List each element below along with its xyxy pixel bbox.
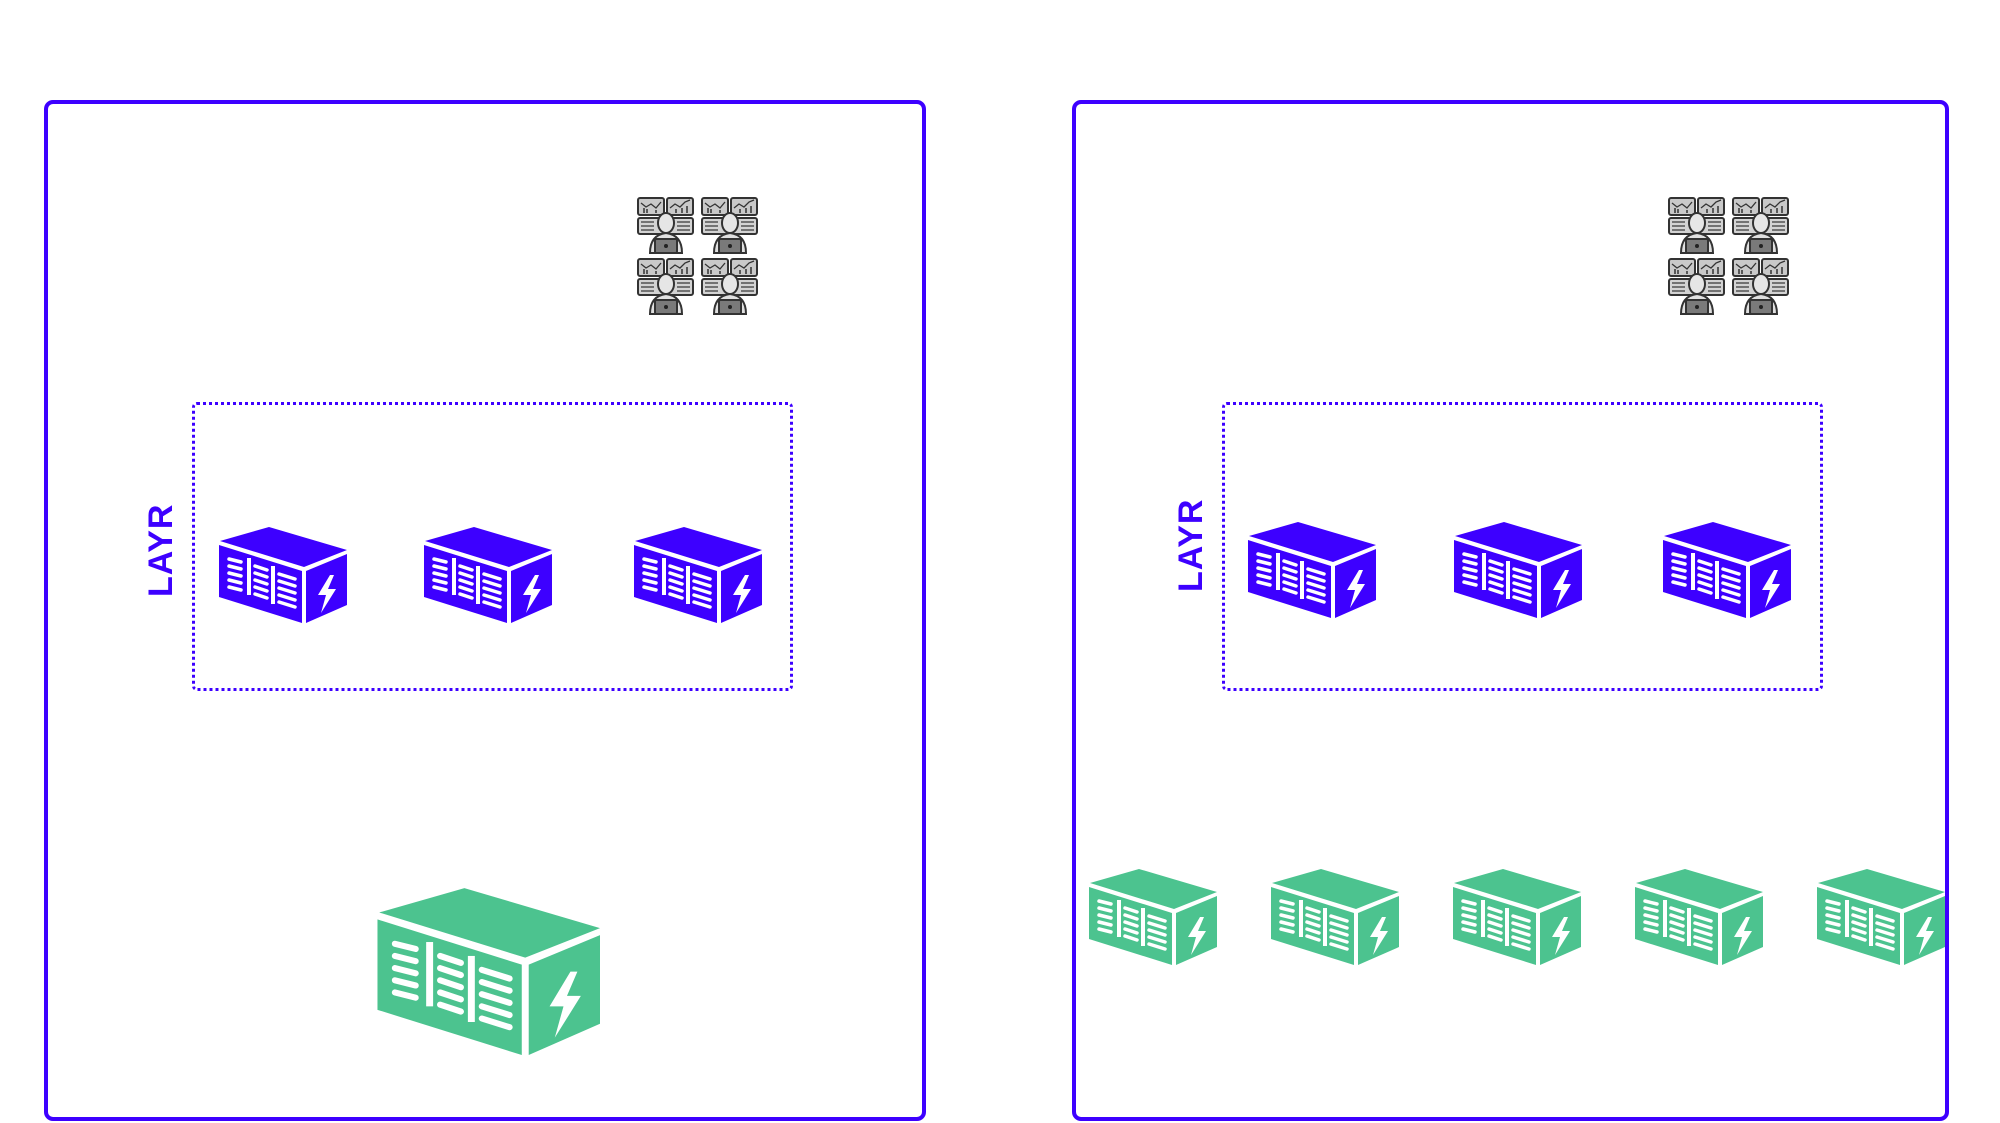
- power-container-icon: [1087, 861, 1217, 966]
- left-layer-label: LAYR: [142, 503, 180, 597]
- power-container-icon: [374, 874, 600, 1057]
- team-analysts-icon: [1666, 195, 1793, 317]
- power-container-icon: [422, 519, 552, 624]
- power-container-icon: [1633, 861, 1763, 966]
- power-container-icon: [1661, 514, 1791, 619]
- right-layer-group: [1222, 402, 1823, 691]
- power-container-icon: [217, 519, 347, 624]
- team-analysts-icon: [635, 195, 762, 317]
- left-layer-group: [192, 402, 793, 691]
- power-container-icon: [1451, 861, 1581, 966]
- power-container-icon: [1815, 861, 1945, 966]
- left-panel: [44, 100, 926, 1121]
- power-container-icon: [1269, 861, 1399, 966]
- power-container-icon: [1246, 514, 1376, 619]
- right-layer-label: LAYR: [1172, 498, 1210, 592]
- power-container-icon: [1452, 514, 1582, 619]
- right-panel: [1072, 100, 1949, 1121]
- power-container-icon: [632, 519, 762, 624]
